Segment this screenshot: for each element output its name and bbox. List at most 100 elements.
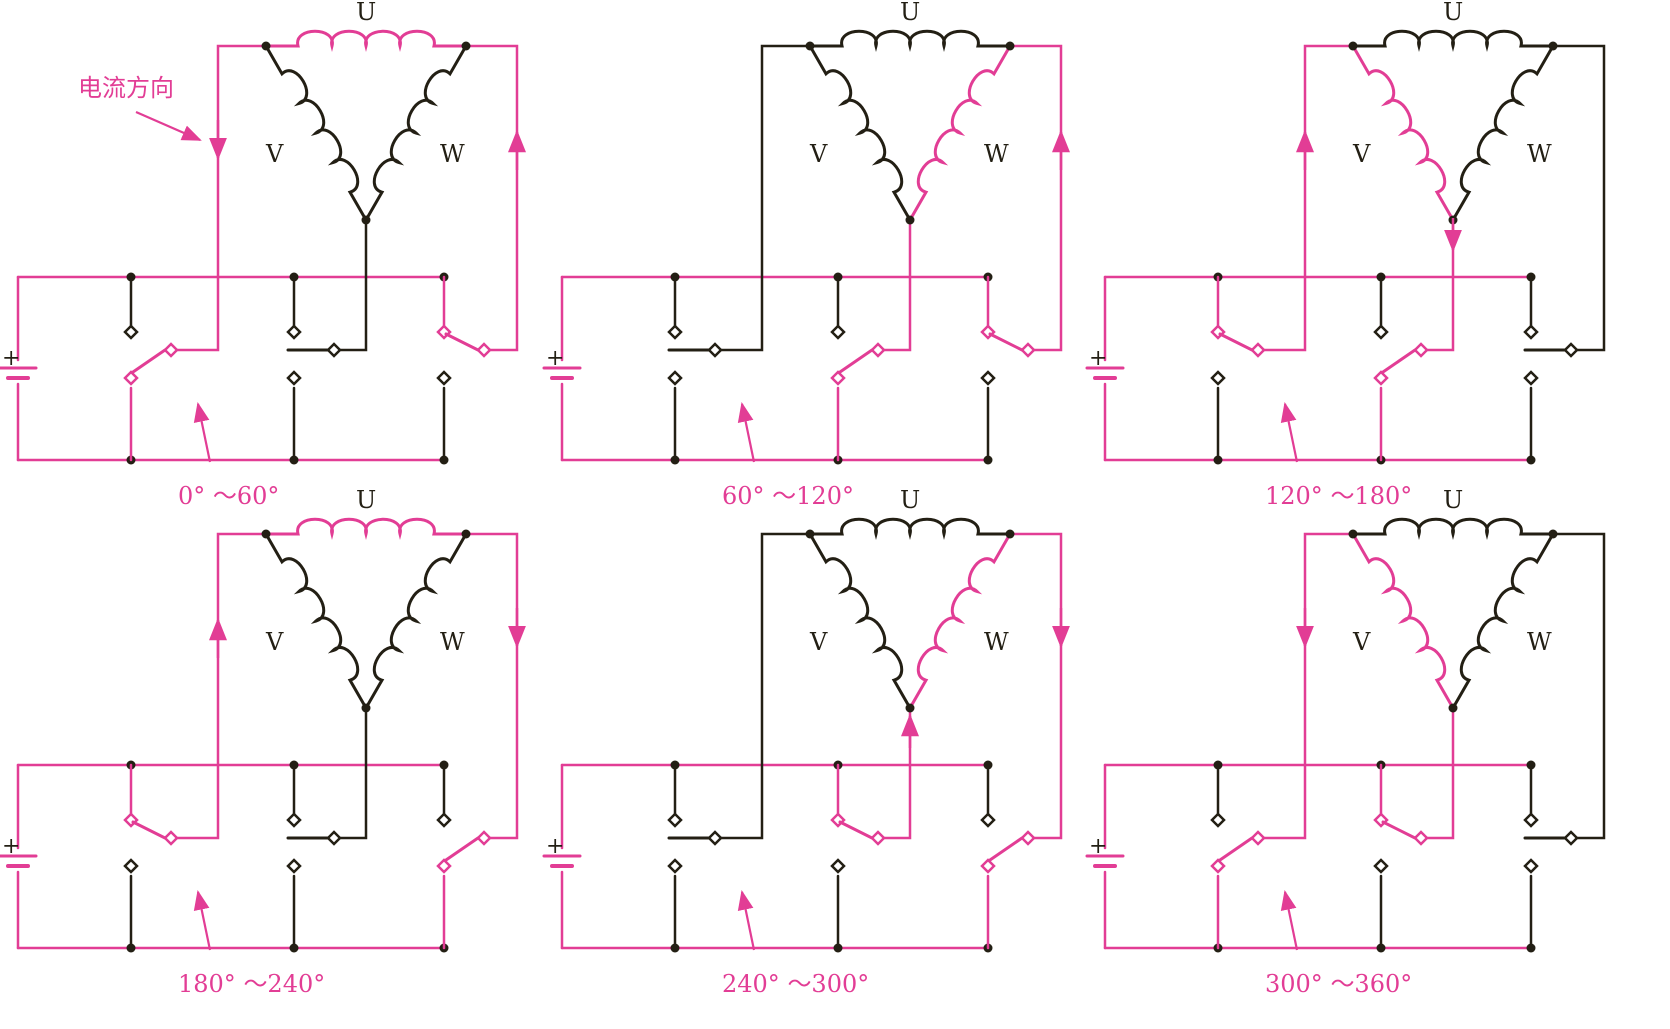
winding-node (1548, 529, 1558, 539)
coil-w (1451, 533, 1555, 709)
coil-w (364, 45, 468, 221)
output-contact (1250, 342, 1266, 358)
phase-u-left-wire (721, 532, 810, 840)
commutation-panel: + U V W 0° ～60° (0, 0, 526, 510)
output-contact (476, 342, 492, 358)
label-w: W (1527, 140, 1552, 168)
output-contact (326, 342, 342, 358)
label-w: W (984, 140, 1009, 168)
lower-switch-blade (1381, 348, 1417, 374)
output-contact (707, 830, 723, 846)
phase-pointer (193, 890, 212, 951)
output-contact (707, 342, 723, 358)
coil-w (1451, 45, 1555, 221)
label-v: V (265, 628, 284, 656)
lower-switch-contact (1210, 370, 1226, 386)
lower-switch-contact (830, 858, 846, 874)
upper-switch-contact (1523, 324, 1539, 340)
battery-plus-label: + (546, 834, 564, 859)
phase-range-label: 120° ～180° (1265, 482, 1412, 510)
winding-node (805, 41, 815, 51)
lower-switch-contact (830, 370, 846, 386)
upper-switch-blade (131, 820, 167, 840)
phase-u-right-wire (1010, 44, 1063, 352)
label-w: W (984, 628, 1009, 656)
lower-switch-contact (1523, 858, 1539, 874)
lower-switch-contact (1373, 370, 1389, 386)
upper-switch-contact (1373, 324, 1389, 340)
winding-node (1448, 703, 1458, 713)
label-v: V (265, 140, 284, 168)
upper-switch-contact (667, 324, 683, 340)
lower-switch-blade (444, 836, 480, 862)
lower-switch-contact (436, 858, 452, 874)
coil-w (908, 533, 1012, 709)
phase-u-right-wire (1010, 532, 1063, 840)
label-v: V (809, 628, 828, 656)
label-u: U (1443, 0, 1463, 26)
winding-node (1005, 529, 1015, 539)
battery-plus-label: + (1089, 346, 1107, 371)
lower-switch-contact (980, 370, 996, 386)
annotation-pointer (135, 110, 202, 142)
battery-plus-label: + (546, 346, 564, 371)
coil-v (808, 533, 912, 709)
phase-range-label: 180° ～240° (178, 970, 325, 998)
commutation-panel: + U V W 120° ～180° (1085, 0, 1606, 510)
label-v: V (1352, 628, 1371, 656)
coil-v (1351, 533, 1455, 709)
coil-w (908, 45, 1012, 221)
output-contact (1413, 830, 1429, 846)
phase-u-right-wire (1553, 44, 1606, 352)
label-w: W (440, 628, 465, 656)
lower-switch-blade (1218, 836, 1254, 862)
phase-range-label: 0° ～60° (178, 482, 279, 510)
label-v: V (1352, 140, 1371, 168)
label-v: V (809, 140, 828, 168)
phase-bottom-wire (884, 708, 912, 840)
output-contact (1250, 830, 1266, 846)
label-w: W (440, 140, 465, 168)
phase-bottom-wire (340, 220, 368, 352)
upper-switch-contact (980, 812, 996, 828)
lower-switch-blade (988, 836, 1024, 862)
phase-u-left-wire (721, 44, 810, 352)
winding-node (261, 41, 271, 51)
winding-node (905, 215, 915, 225)
phase-pointer (1280, 402, 1299, 463)
winding-node (1348, 41, 1358, 51)
lower-switch-contact (123, 370, 139, 386)
lower-switch-blade (131, 348, 167, 374)
output-contact (1020, 830, 1036, 846)
winding-node (905, 703, 915, 713)
coil-w (364, 533, 468, 709)
coil-u (1353, 517, 1553, 536)
coil-v (264, 533, 368, 709)
output-contact (1563, 342, 1579, 358)
label-u: U (356, 0, 376, 26)
current-direction-annotation: 电流方向 (78, 74, 174, 102)
lower-switch-contact (980, 858, 996, 874)
phase-bottom-wire (884, 220, 912, 352)
upper-switch-contact (123, 324, 139, 340)
output-contact (870, 342, 886, 358)
upper-switch-blade (838, 820, 874, 840)
output-contact (163, 830, 179, 846)
lower-switch-blade (838, 348, 874, 374)
coil-v (264, 45, 368, 221)
coil-u (810, 29, 1010, 48)
upper-switch-blade (988, 332, 1024, 352)
battery-plus-label: + (2, 346, 20, 371)
phase-pointer (1280, 890, 1299, 951)
phase-range-label: 60° ～120° (722, 482, 854, 510)
coil-v (1351, 45, 1455, 221)
winding-node (1348, 529, 1358, 539)
phase-bottom-wire (1427, 220, 1455, 352)
lower-switch-contact (667, 370, 683, 386)
winding-node (461, 41, 471, 51)
lower-switch-contact (1523, 370, 1539, 386)
upper-switch-contact (436, 812, 452, 828)
lower-switch-contact (667, 858, 683, 874)
